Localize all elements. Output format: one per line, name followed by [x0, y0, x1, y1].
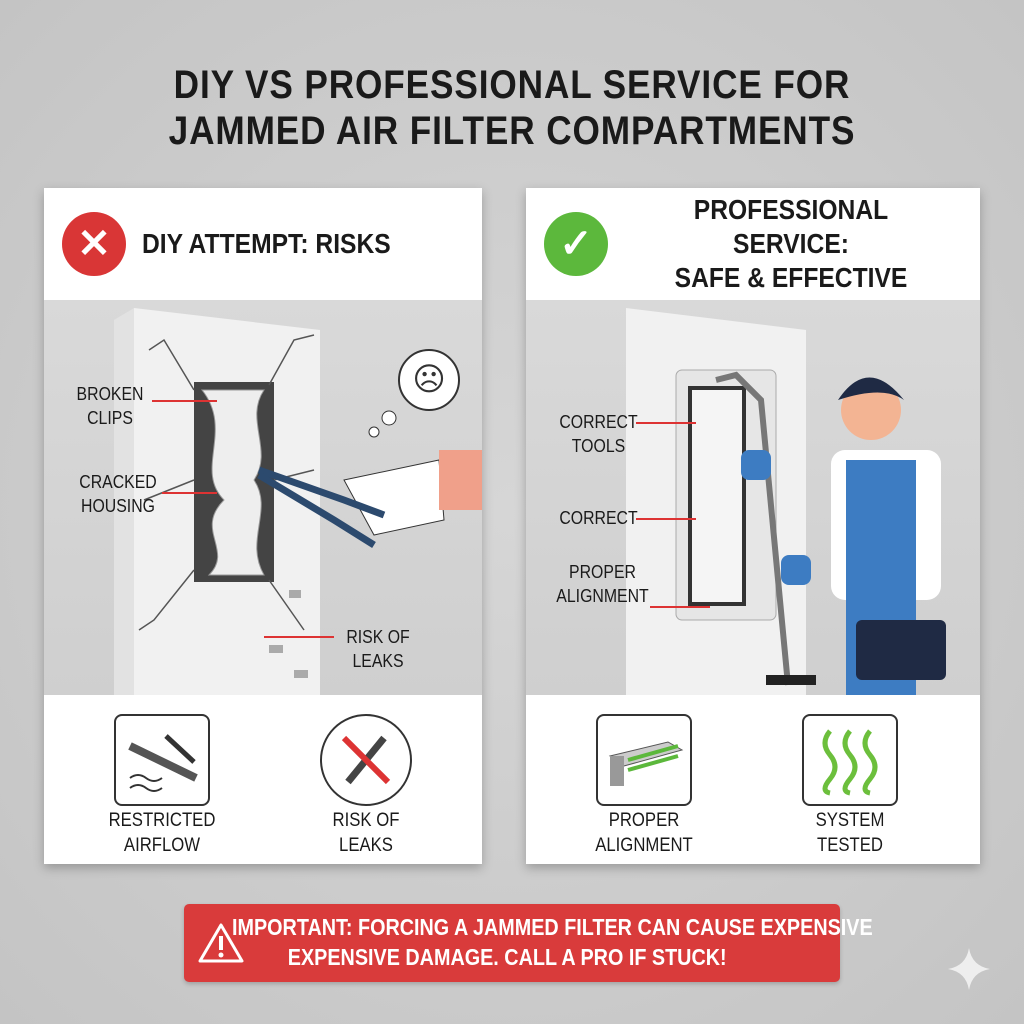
svg-text:☹: ☹ [412, 361, 445, 397]
warning-banner: IMPORTANT: FORCING A JAMMED FILTER CAN C… [184, 904, 873, 982]
leader-line [162, 492, 217, 494]
leader-line [152, 400, 217, 402]
warning-icon [198, 923, 244, 963]
pro-header: ✓ PROFESSIONAL SERVICE: SAFE & EFFECTIVE [526, 188, 980, 300]
airflow-waves-icon [802, 714, 898, 806]
check-icon: ✓ [544, 212, 608, 276]
pro-heading: PROFESSIONAL SERVICE: SAFE & EFFECTIVE [674, 194, 908, 293]
page-title: DIY VS PROFESSIONAL SERVICE FOR JAMMED A… [168, 63, 856, 153]
leader-line [636, 518, 696, 520]
no-wrench-icon [320, 714, 412, 806]
sparkle-icon [948, 948, 990, 990]
leader-line [650, 606, 710, 608]
broken-filter-illustration: ☹ [114, 308, 482, 695]
diy-header: ✕ DIY ATTEMPT: RISKS [44, 188, 482, 300]
pro-panel: ✓ PROFESSIONAL SERVICE: SAFE & EFFECTIVE… [526, 188, 980, 864]
diy-heading: DIY ATTEMPT: RISKS [142, 228, 391, 259]
x-icon: ✕ [62, 212, 126, 276]
filter-alignment-icon [596, 714, 692, 806]
label-correct: CORRECT [559, 508, 638, 528]
leader-line [264, 636, 334, 638]
restricted-airflow-icon [114, 714, 210, 806]
technician-illustration [626, 308, 946, 700]
warning-text: IMPORTANT: FORCING A JAMMED FILTER CAN C… [232, 914, 873, 970]
leader-line [636, 422, 696, 424]
